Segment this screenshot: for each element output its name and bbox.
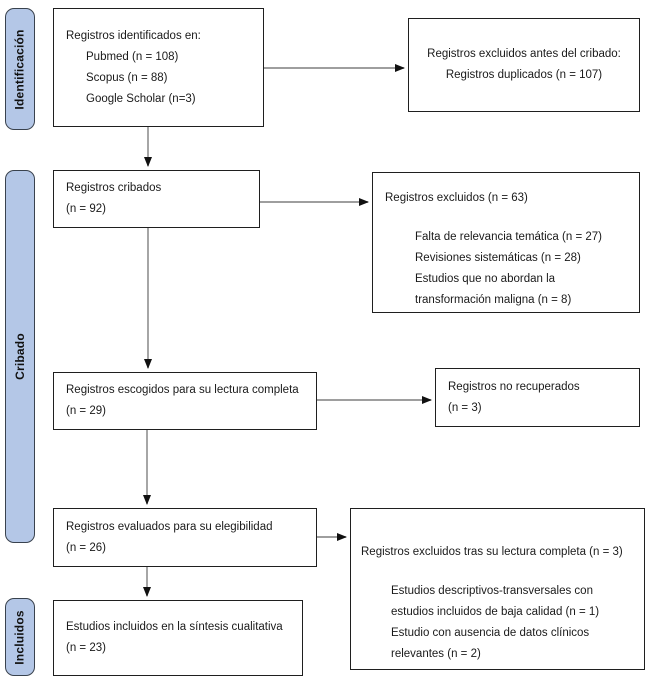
box-records-assessed: Registros evaluados para su elegibilidad…	[53, 508, 317, 567]
excluded-screening-title: Registros excluidos (n = 63)	[385, 192, 528, 204]
box-studies-included: Estudios incluidos en la síntesis cualit…	[53, 600, 303, 676]
excluded-reason-relevance: Falta de relevancia temática (n = 27)	[415, 231, 602, 243]
box-records-screened: Registros cribados (n = 92)	[53, 170, 260, 228]
box-records-excluded-fulltext: Registros excluidos tras su lectura comp…	[350, 508, 645, 670]
box-excluded-before-screening: Registros excluidos antes del cribado: R…	[408, 18, 640, 112]
stage-identification-label: Identificación	[12, 28, 27, 110]
stage-identification: Identificación	[5, 8, 35, 130]
records-assessed-count: (n = 26)	[66, 541, 106, 554]
excluded-before-line2: Registros duplicados (n = 107)	[445, 69, 603, 81]
records-assessed-line1: Registros evaluados para su elegibilidad	[66, 520, 273, 533]
records-sought-count: (n = 29)	[66, 405, 106, 417]
excluded-reason-reviews: Revisiones sistemáticas (n = 28)	[415, 252, 581, 264]
box-records-sought: Registros escogidos para su lectura comp…	[53, 372, 317, 430]
studies-included-line1: Estudios incluidos en la síntesis cualit…	[66, 621, 283, 633]
source-google-scholar: Google Scholar (n=3)	[86, 92, 196, 105]
excluded-reason-no-clinical-data: Estudio con ausencia de datos clínicos r…	[391, 627, 590, 660]
records-screened-line1: Registros cribados	[66, 182, 162, 194]
excluded-reason-transformation: Estudios que no abordan la transformació…	[415, 273, 572, 306]
stage-included-label: Incluidos	[12, 609, 27, 665]
excluded-before-line1: Registros excluidos antes del cribado:	[427, 48, 621, 60]
box-records-not-retrieved: Registros no recuperados (n = 3)	[435, 368, 640, 427]
source-pubmed: Pubmed (n = 108)	[86, 50, 179, 63]
records-sought-line1: Registros escogidos para su lectura comp…	[66, 384, 299, 396]
excluded-reason-low-quality: Estudios descriptivos-transversales con …	[391, 585, 600, 618]
excluded-fulltext-title: Registros excluidos tras su lectura comp…	[361, 546, 623, 558]
spacer	[361, 563, 635, 581]
not-retrieved-count: (n = 3)	[448, 401, 482, 414]
spacer	[385, 209, 629, 227]
box-records-identified-title: Registros identificados en:	[66, 29, 201, 42]
studies-included-count: (n = 23)	[66, 642, 106, 654]
box-records-excluded-screening: Registros excluidos (n = 63) Falta de re…	[372, 172, 640, 313]
source-scopus: Scopus (n = 88)	[86, 71, 168, 84]
box-records-identified: Registros identificados en: Pubmed (n = …	[53, 8, 264, 127]
stage-screening: Cribado	[5, 170, 35, 543]
stage-screening-label: Cribado	[12, 333, 27, 380]
records-screened-count: (n = 92)	[66, 203, 106, 215]
stage-included: Incluidos	[5, 598, 35, 676]
not-retrieved-line1: Registros no recuperados	[448, 380, 580, 393]
